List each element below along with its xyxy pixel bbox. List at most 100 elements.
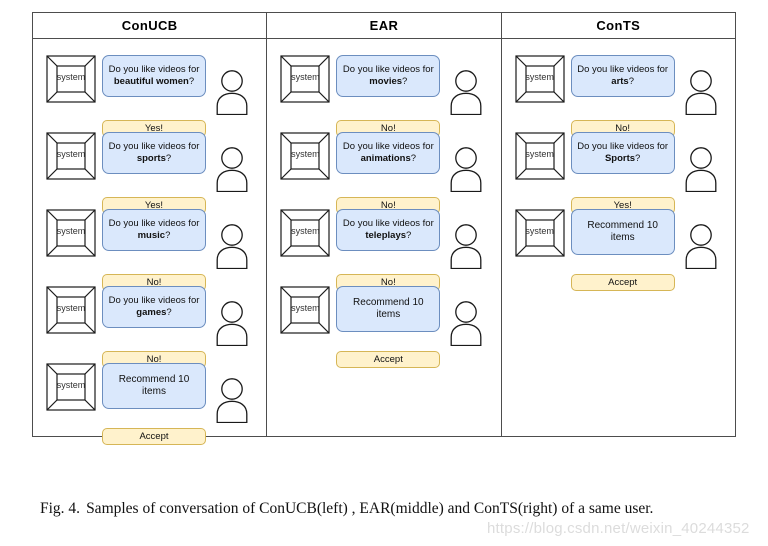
answer-label: No! xyxy=(380,123,396,134)
person-icon xyxy=(214,223,250,269)
system-question-bubble[interactable]: Do you like videos for sports? xyxy=(102,132,206,174)
system-box-icon: system xyxy=(515,132,565,180)
answer-label: No! xyxy=(380,277,396,288)
system-box-icon: system xyxy=(280,55,330,103)
question-text: Do you like videos for music? xyxy=(108,218,200,242)
system-question-bubble[interactable]: Do you like videos for music? xyxy=(102,209,206,251)
question-text: Do you like videos for arts? xyxy=(577,64,669,88)
conversation-exchange: system Do you like videos for movies? No! xyxy=(267,55,500,137)
system-question-bubble[interactable]: Recommend 10 items xyxy=(336,286,441,332)
question-topic: games xyxy=(136,307,167,318)
system-box-icon: system xyxy=(280,286,330,334)
person-icon xyxy=(214,300,250,346)
person-icon xyxy=(683,146,719,192)
system-question-bubble[interactable]: Do you like videos for games? xyxy=(102,286,206,328)
question-topic: teleplays xyxy=(365,230,407,241)
user-answer-bubble[interactable]: Accept xyxy=(336,351,441,368)
system-box-icon: system xyxy=(46,209,96,257)
question-suffix: ? xyxy=(166,307,172,318)
question-prefix: Do you like videos for xyxy=(342,64,434,75)
answer-label: No! xyxy=(146,277,162,288)
question-prefix: Do you like videos for xyxy=(577,141,669,152)
question-suffix: ? xyxy=(635,153,641,164)
question-text: Do you like videos for beautiful women? xyxy=(108,64,200,88)
question-topic: arts xyxy=(611,76,629,87)
system-question-bubble[interactable]: Do you like videos for movies? xyxy=(336,55,441,97)
question-suffix: ? xyxy=(165,153,172,164)
answer-label: Yes! xyxy=(613,200,632,211)
question-prefix: Do you like videos for xyxy=(108,141,200,152)
figure-body-row: system Do you like videos for beautiful w… xyxy=(33,39,735,445)
person-icon xyxy=(683,69,719,115)
watermark-text: https://blog.csdn.net/weixin_40244352 xyxy=(487,520,750,537)
person-icon xyxy=(214,377,250,423)
system-box-icon: system xyxy=(46,286,96,334)
question-topic: beautiful women xyxy=(113,76,189,87)
question-suffix: ? xyxy=(406,230,412,241)
person-icon xyxy=(448,146,484,192)
question-topic: movies xyxy=(369,76,403,87)
system-box-icon: system xyxy=(46,363,96,411)
system-box-icon: system xyxy=(280,209,330,257)
answer-label: Accept xyxy=(608,277,638,288)
question-topic: music xyxy=(137,230,166,241)
conversation-exchange: system Do you like videos for Sports? Yes! xyxy=(502,132,735,214)
person-icon xyxy=(214,146,250,192)
question-suffix: ? xyxy=(402,76,408,87)
question-suffix: ? xyxy=(165,230,171,241)
conversation-exchange: system Do you like videos for music? No! xyxy=(33,209,266,291)
system-question-bubble[interactable]: Do you like videos for Sports? xyxy=(570,132,675,174)
person-icon xyxy=(448,223,484,269)
person-icon xyxy=(448,69,484,115)
question-suffix: ? xyxy=(188,76,195,87)
answer-label: Accept xyxy=(373,354,403,365)
person-icon xyxy=(214,69,250,115)
question-text: Recommend 10 items xyxy=(587,220,658,243)
question-text: Recommend 10 items xyxy=(118,374,190,397)
question-prefix: Do you like videos for xyxy=(342,218,434,229)
column-header-ear: EAR xyxy=(266,13,500,38)
exchange-top-line: system Recommend 10 items xyxy=(33,363,266,423)
question-prefix: Do you like videos for xyxy=(577,64,669,75)
system-question-bubble[interactable]: Do you like videos for beautiful women? xyxy=(102,55,206,97)
system-question-bubble[interactable]: Recommend 10 items xyxy=(570,209,675,255)
answer-label: No! xyxy=(146,354,162,365)
answer-label: No! xyxy=(380,200,396,211)
question-topic: sports xyxy=(136,153,166,164)
system-box-icon: system xyxy=(515,209,565,257)
system-question-bubble[interactable]: Do you like videos for animations? xyxy=(336,132,441,174)
exchange-top-line: system Do you like videos for Sports? xyxy=(502,132,735,192)
user-answer-bubble[interactable]: Accept xyxy=(570,274,675,291)
person-icon xyxy=(448,300,484,346)
system-question-bubble[interactable]: Do you like videos for arts? xyxy=(570,55,675,97)
exchange-top-line: system Recommend 10 items xyxy=(502,209,735,269)
question-suffix: ? xyxy=(410,153,417,164)
question-suffix: ? xyxy=(628,76,635,87)
system-box-icon: system xyxy=(280,132,330,180)
question-text: Do you like videos for Sports? xyxy=(577,141,669,165)
figure-caption-text: Samples of conversation of ConUCB(left) … xyxy=(86,500,654,517)
question-text: Do you like videos for movies? xyxy=(342,64,434,88)
user-answer-bubble[interactable]: Accept xyxy=(102,428,206,445)
figure-caption: Fig. 4.Samples of conversation of ConUCB… xyxy=(40,500,740,518)
system-question-bubble[interactable]: Recommend 10 items xyxy=(102,363,206,409)
question-text: Do you like videos for sports? xyxy=(108,141,200,165)
question-topic: Sports xyxy=(604,153,636,164)
system-question-bubble[interactable]: Do you like videos for teleplays? xyxy=(336,209,441,251)
